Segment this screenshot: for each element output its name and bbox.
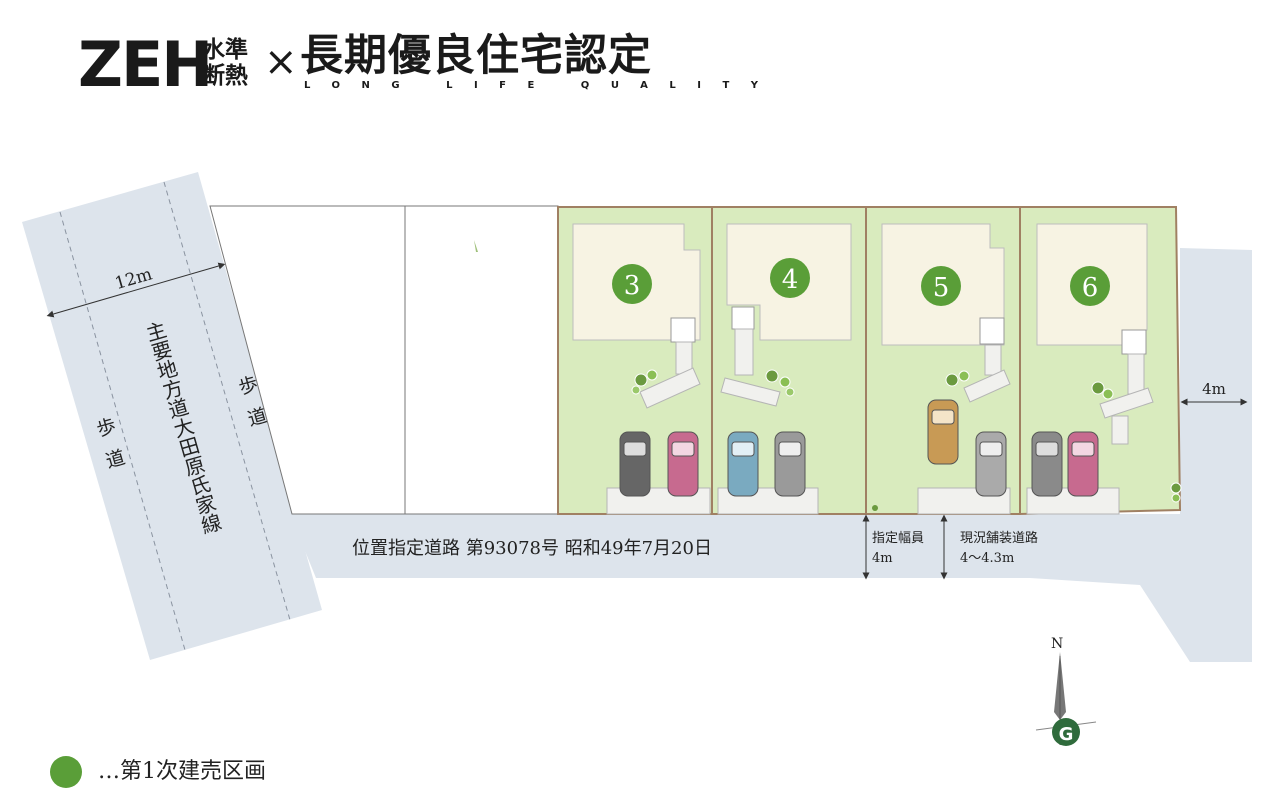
page-title: 長期優良住宅認定	[300, 31, 652, 81]
compass-logo	[1052, 718, 1080, 746]
designated-width-label: 指定幅員	[872, 531, 924, 546]
lot-number-4: 4	[782, 265, 799, 295]
legend-green-dot	[50, 756, 82, 788]
main-road-width-line	[46, 262, 226, 318]
small-tree-mark	[474, 240, 478, 252]
pathways	[606, 328, 1154, 515]
east-road-width-label: 4m	[1202, 380, 1226, 398]
designated-road	[290, 514, 1180, 578]
zeh-sub-1: 水準	[202, 37, 248, 63]
other-lots	[209, 205, 559, 515]
zeh-logo: ZEH	[78, 28, 213, 101]
cars	[619, 399, 1099, 497]
east-road	[1180, 248, 1252, 662]
zeh-sub-2: 断熱	[202, 63, 248, 89]
compass	[1035, 652, 1097, 746]
trees	[631, 369, 1182, 511]
times-sign: ×	[264, 39, 298, 85]
lot-number-5: 5	[933, 273, 950, 303]
lot-number-3: 3	[624, 271, 641, 301]
paved-road-label: 現況舗装道路	[960, 530, 1038, 546]
lot-number-6: 6	[1082, 273, 1099, 303]
paved-road-value: 4～4.3m	[960, 551, 1014, 566]
compass-logo-letter: G	[1059, 724, 1074, 745]
lot-badges	[612, 258, 1110, 306]
designated-width-value: 4m	[872, 551, 893, 566]
legend-text: …第1次建売区画	[98, 759, 266, 784]
compass-north: N	[1051, 636, 1063, 652]
designated-road-label: 位置指定道路 第93078号 昭和49年7月20日	[352, 538, 712, 559]
utility-boxes	[670, 306, 1147, 355]
page-subtitle: LONG LIFE QUALITY	[304, 80, 780, 91]
